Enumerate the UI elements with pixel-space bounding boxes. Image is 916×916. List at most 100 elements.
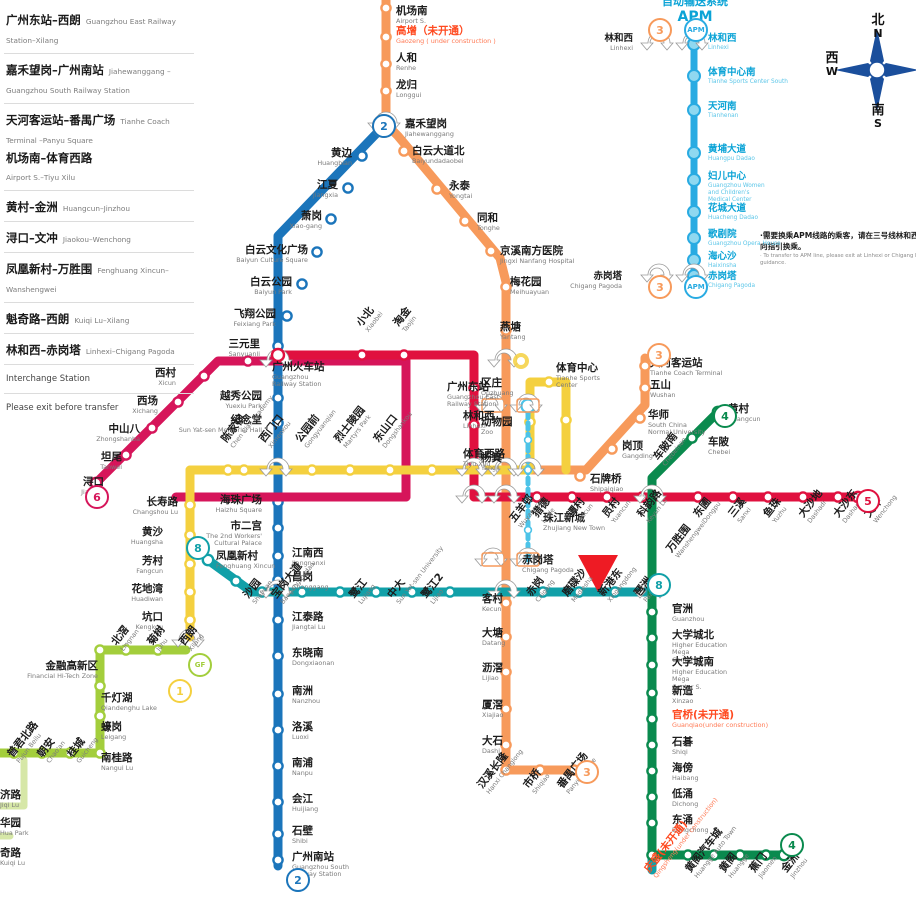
station-label[interactable]: 官桥(未开通)Guanqiao(under construction) — [672, 709, 768, 729]
line-badge-3[interactable]: 3 — [648, 18, 672, 42]
line-badge-3[interactable]: 3 — [647, 343, 671, 367]
station-label[interactable]: 高增（未开通）Gaozeng ( under construction ) — [396, 25, 496, 45]
line-badge-apm[interactable]: APM — [684, 275, 708, 299]
line-badge-4[interactable]: 4 — [780, 833, 804, 857]
line-badge-apm[interactable]: APM — [684, 18, 708, 42]
line-badge-2[interactable]: 2 — [286, 868, 310, 892]
line-badge-3[interactable]: 3 — [648, 275, 672, 299]
line-badge-2[interactable]: 2 — [372, 114, 396, 138]
line-badge-1[interactable]: 1 — [168, 679, 192, 703]
line-badge-4[interactable]: 4 — [713, 404, 737, 428]
line-badge-3[interactable]: 3 — [575, 760, 599, 784]
line-badge-6[interactable]: 6 — [85, 485, 109, 509]
line-badge-5[interactable]: 5 — [856, 489, 880, 513]
